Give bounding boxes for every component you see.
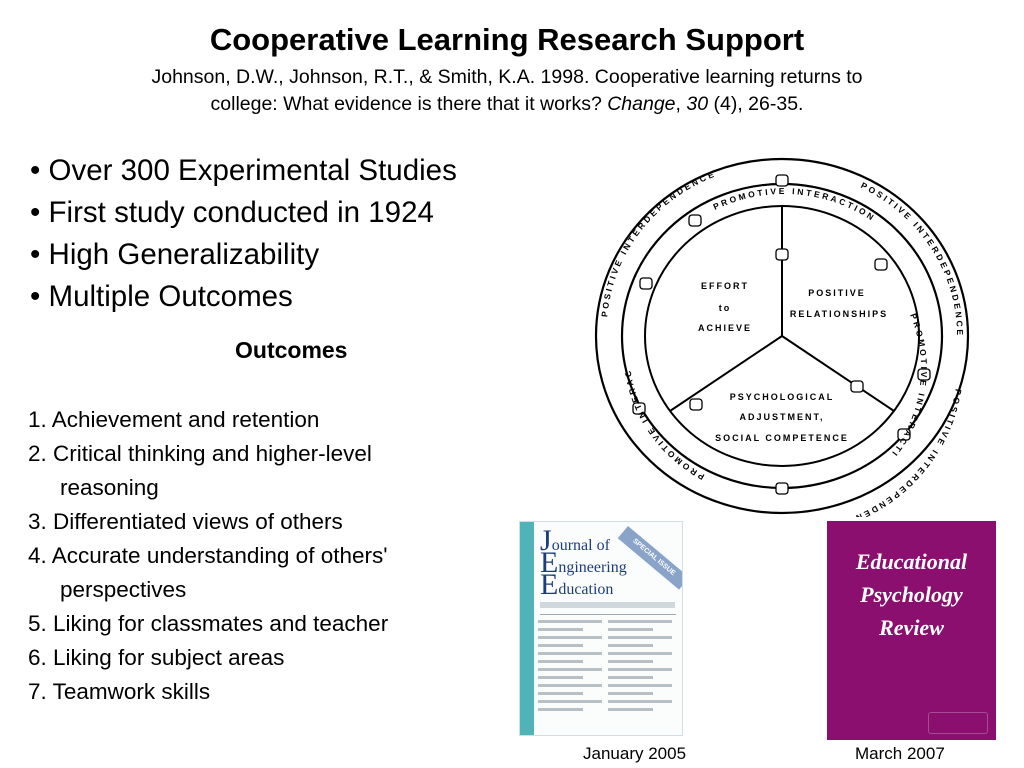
- masthead-line: ducation: [558, 581, 614, 598]
- outcome-text: 1. Achievement and retention: [28, 407, 320, 432]
- journal-of-engineering-education-cover: Journal of Engineering Education SPECIAL…: [519, 521, 683, 736]
- citation-separator: ,: [675, 93, 687, 115]
- outcomes-list: 1. Achievement and retention 2. Critical…: [28, 403, 388, 709]
- outcome-continuation: perspectives: [60, 577, 187, 602]
- key-point: • First study conducted in 1924: [30, 196, 434, 229]
- journal-masthead: Journal of Engineering Education: [540, 524, 627, 601]
- arrow-icon: [850, 380, 864, 393]
- arrow-icon: [897, 428, 911, 441]
- connector-arrows: [632, 174, 931, 495]
- segment-bottom-line-2: ADJUSTMENT,: [739, 412, 824, 422]
- outcome-item: 2. Critical thinking and higher-level rea…: [28, 437, 388, 505]
- key-point: • High Generalizability: [30, 238, 320, 271]
- key-point: • Over 300 Experimental Studies: [30, 154, 457, 187]
- caption-january-2005: January 2005: [583, 744, 687, 763]
- segment-bottom-line-1: PSYCHOLOGICAL: [730, 392, 835, 402]
- segment-dividers: [669, 206, 895, 412]
- cover-rule: [540, 614, 676, 615]
- ring-label-inner-top: PROMOTIVE INTERACTION: [712, 186, 878, 223]
- review-title-line: Educational: [855, 549, 968, 574]
- masthead-line: ournal of: [551, 537, 610, 554]
- outcome-text: 6. Liking for subject areas: [28, 645, 285, 670]
- outcome-text: 7. Teamwork skills: [28, 679, 211, 704]
- arrow-icon: [775, 482, 789, 495]
- outcome-item: 4. Accurate understanding of others' pers…: [28, 539, 388, 607]
- masthead-line: ngineering: [558, 559, 627, 576]
- arrow-icon: [775, 174, 789, 187]
- segment-bottom-line-3: SOCIAL COMPETENCE: [715, 433, 849, 443]
- cooperative-learning-diagram: POSITIVE INTERDEPENDENCE POSITIVE INTERD…: [585, 155, 970, 517]
- arrow-icon: [689, 398, 703, 411]
- arrow-icon: [688, 214, 702, 227]
- review-cover-title: Educational Psychology Review: [827, 545, 996, 644]
- outcome-item: 1. Achievement and retention: [28, 403, 388, 437]
- slide-title: Cooperative Learning Research Support: [209, 22, 805, 57]
- outcome-text: 5. Liking for classmates and teacher: [28, 611, 389, 636]
- ring-label-outer-top: POSITIVE INTERDEPENDENCE: [599, 168, 717, 317]
- citation-pages: (4), 26-35.: [708, 93, 804, 115]
- caption-march-2007: March 2007: [855, 744, 945, 763]
- outcomes-heading: Outcomes: [235, 337, 348, 363]
- key-points-list: • Over 300 Experimental Studies • First …: [30, 150, 457, 318]
- segment-right-line-1: POSITIVE: [808, 288, 866, 298]
- arrow-icon: [775, 248, 789, 261]
- outcome-item: 6. Liking for subject areas: [28, 641, 388, 675]
- citation: Johnson, D.W., Johnson, R.T., & Smith, K…: [40, 64, 974, 118]
- outcome-text: 3. Differentiated views of others: [28, 509, 343, 534]
- special-issue-banner: SPECIAL ISSUE: [617, 526, 682, 590]
- cover-sidebar: [520, 522, 534, 735]
- arrow-icon: [639, 277, 653, 290]
- citation-line-2: college: What evidence is there that it …: [210, 93, 608, 115]
- arrow-icon: [632, 402, 646, 415]
- publisher-logo: [928, 712, 988, 734]
- segment-left-line-3: ACHIEVE: [698, 323, 752, 333]
- citation-line-1: Johnson, D.W., Johnson, R.T., & Smith, K…: [151, 66, 863, 88]
- arrow-icon: [874, 258, 888, 271]
- citation-journal: Change: [607, 93, 676, 115]
- outcome-item: 3. Differentiated views of others: [28, 505, 388, 539]
- segment-left-line-1: EFFORT: [701, 281, 749, 291]
- outcome-item: 5. Liking for classmates and teacher: [28, 607, 388, 641]
- cover-subtitle-band: [540, 602, 675, 608]
- educational-psychology-review-cover: Educational Psychology Review: [827, 521, 996, 740]
- review-title-line: Psychology: [860, 582, 963, 607]
- segment-left-line-2: to: [719, 303, 732, 313]
- segment-right-line-2: RELATIONSHIPS: [790, 309, 888, 319]
- outcome-item: 7. Teamwork skills: [28, 675, 388, 709]
- key-point: • Multiple Outcomes: [30, 280, 293, 313]
- outcome-text: 2. Critical thinking and higher-level: [28, 441, 372, 466]
- review-title-line: Review: [879, 615, 944, 640]
- outcome-text: 4. Accurate understanding of others': [28, 543, 388, 568]
- citation-volume: 30: [686, 93, 709, 115]
- outcome-continuation: reasoning: [60, 475, 159, 500]
- cover-toc-right: [608, 620, 672, 716]
- cover-toc-left: [538, 620, 602, 716]
- arrow-icon: [917, 368, 931, 381]
